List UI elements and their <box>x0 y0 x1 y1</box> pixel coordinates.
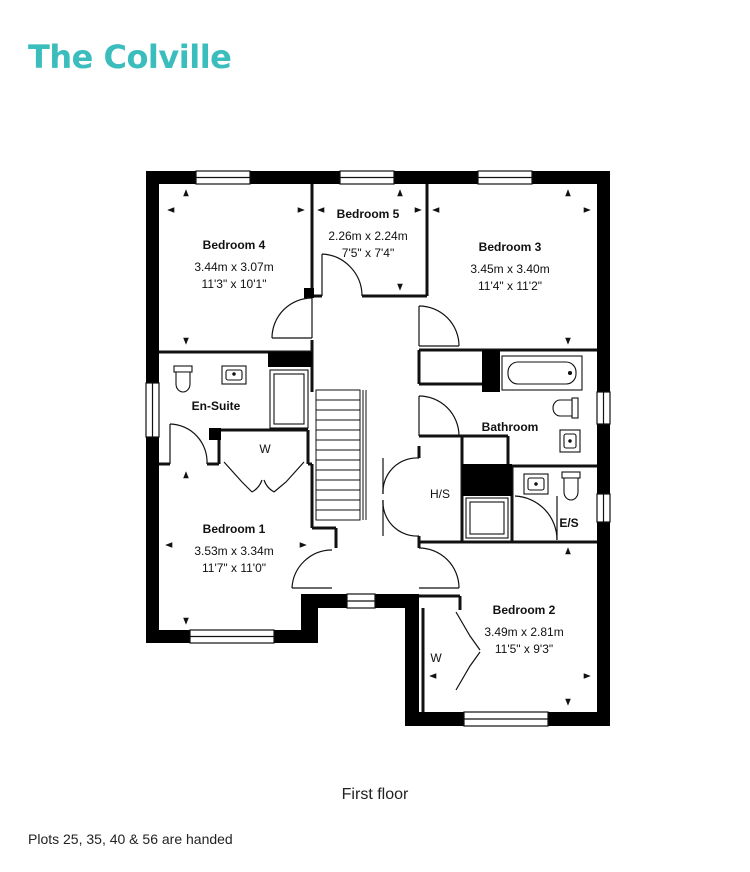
doors <box>169 253 558 691</box>
door-bedroom-4 <box>271 297 313 339</box>
room-name: Bathroom <box>482 420 539 434</box>
basin-es <box>523 473 549 495</box>
label-es: E/S <box>559 516 578 530</box>
room-size-imperial: 11'5" x 9'3" <box>495 642 553 656</box>
toilet-es <box>561 471 581 501</box>
window-bedroom-4 <box>195 170 251 185</box>
room-size-metric: 3.53m x 3.34m <box>194 544 273 558</box>
page-title: The Colville <box>28 38 232 76</box>
room-name: Bedroom 4 <box>203 238 266 252</box>
wardrobe-doors-bedroom-1 <box>223 461 305 493</box>
room-size-imperial: 11'4" x 11'2" <box>478 279 542 293</box>
door-es <box>514 495 558 541</box>
room-size-imperial: 7'5" x 7'4" <box>342 246 394 260</box>
fittings <box>173 355 583 539</box>
basin-bathroom <box>559 429 581 453</box>
window-landing <box>346 593 376 609</box>
window-bedroom-2 <box>463 711 549 727</box>
wall-blocks <box>209 288 512 496</box>
window-bedroom-5 <box>339 170 395 185</box>
room-size-imperial: 11'7" x 11'0" <box>202 561 266 575</box>
window-es <box>596 493 611 523</box>
room-bedroom-2: Bedroom 2 3.49m x 2.81m 11'5" x 9'3" <box>484 603 563 656</box>
room-name: Bedroom 3 <box>479 240 542 254</box>
room-bedroom-5: Bedroom 5 2.26m x 2.24m 7'5" x 7'4" <box>328 207 407 260</box>
room-size-imperial: 11'3" x 10'1" <box>202 277 267 291</box>
floor-caption: First floor <box>341 786 409 803</box>
basin-en-suite <box>221 365 247 385</box>
room-size-metric: 3.45m x 3.40m <box>470 262 549 276</box>
windows <box>145 170 611 727</box>
plots-footnote: Plots 25, 35, 40 & 56 are handed <box>28 831 233 847</box>
door-bedroom-1 <box>291 549 333 589</box>
toilet-en-suite <box>173 365 193 393</box>
room-bedroom-1: Bedroom 1 3.53m x 3.34m 11'7" x 11'0" <box>194 522 273 575</box>
door-bedroom-3 <box>418 305 460 347</box>
window-bedroom-1 <box>189 629 275 644</box>
label-hs: H/S <box>430 487 450 501</box>
doors-hs <box>382 457 420 537</box>
room-bathroom: Bathroom <box>482 420 539 434</box>
door-landing-lower <box>418 547 460 589</box>
label-wardrobe-bedroom-1: W <box>259 442 271 456</box>
toilet-bathroom <box>552 397 579 419</box>
room-size-metric: 3.44m x 3.07m <box>194 260 273 274</box>
bath <box>501 355 583 391</box>
room-name: Bedroom 1 <box>203 522 266 536</box>
window-en-suite <box>145 382 160 438</box>
room-name: Bedroom 2 <box>493 603 556 617</box>
window-bathroom <box>596 391 611 425</box>
shower-en-suite <box>269 369 309 429</box>
wardrobe-doors-bedroom-2 <box>455 611 481 691</box>
room-bedroom-4: Bedroom 4 3.44m x 3.07m 11'3" x 10'1" <box>194 238 273 291</box>
room-bedroom-3: Bedroom 3 3.45m x 3.40m 11'4" x 11'2" <box>470 240 549 293</box>
staircase <box>315 389 367 521</box>
shower-hs <box>465 497 509 539</box>
room-size-metric: 2.26m x 2.24m <box>328 229 407 243</box>
door-en-suite <box>169 423 208 465</box>
door-bathroom <box>418 395 460 437</box>
label-wardrobe-bedroom-2: W <box>430 651 442 665</box>
room-name: En-Suite <box>192 399 241 413</box>
room-en-suite: En-Suite <box>192 399 241 413</box>
room-name: Bedroom 5 <box>337 207 400 221</box>
window-bedroom-3 <box>477 170 533 185</box>
internal-walls <box>159 184 597 712</box>
room-size-metric: 3.49m x 2.81m <box>484 625 563 639</box>
door-bedroom-5 <box>321 253 363 297</box>
